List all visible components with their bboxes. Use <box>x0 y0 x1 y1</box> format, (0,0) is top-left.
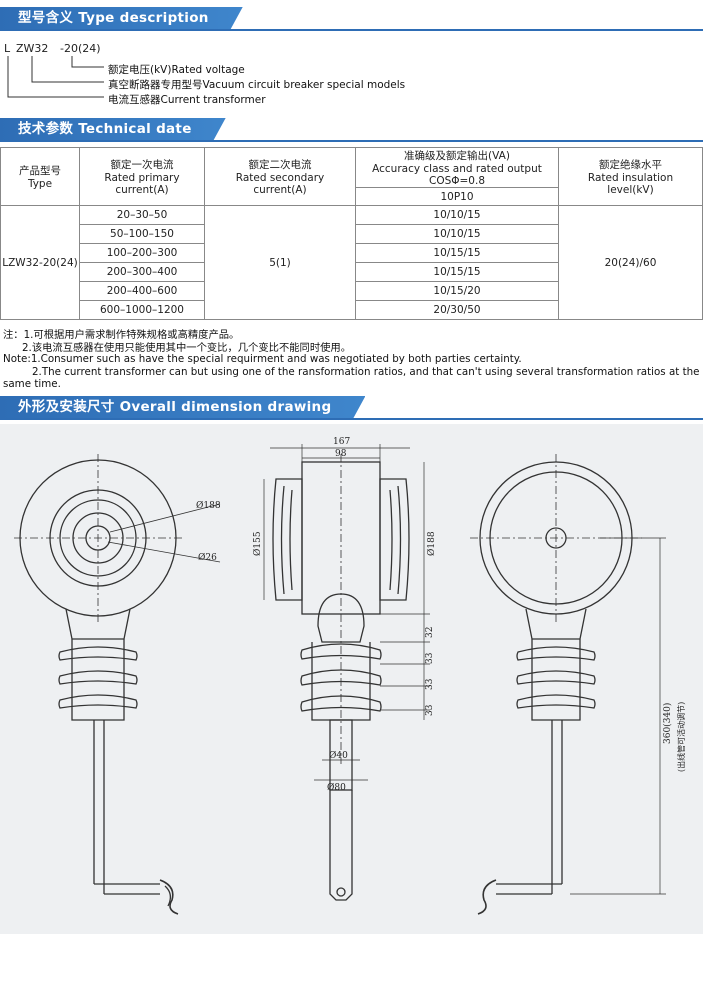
cell-primary: 200–300–400 <box>79 262 205 282</box>
note-cn-2: 2.该电流互感器在使用只能使用其中一个变比，几个变比不能同时使用。 <box>22 342 352 354</box>
cell-secondary: 5(1) <box>204 205 356 320</box>
note-en-3: same time. <box>3 378 61 390</box>
dim-32: 32 <box>425 627 435 638</box>
section-divider <box>0 140 703 142</box>
section-title-text: 外形及安装尺寸 Overall dimension drawing <box>18 399 332 415</box>
section-title-type-description: 型号含义 Type description <box>0 7 243 29</box>
header-accuracy-cos: COSΦ=0.8 <box>428 175 486 187</box>
dim-360: 360(340) <box>662 703 673 744</box>
dim-167: 167 <box>333 437 350 447</box>
header-primary-cn: 额定一次电流 <box>110 159 174 171</box>
header-insulation-en: Rated insulation <box>587 172 674 184</box>
cell-primary: 20–30–50 <box>79 205 205 225</box>
note-en-1: Note:1.Consumer such as have the special… <box>3 353 522 365</box>
legend-rated-voltage: 额定电压(kV)Rated voltage <box>108 64 245 76</box>
cell-accuracy: 20/30/50 <box>355 300 559 320</box>
cell-accuracy: 10/10/15 <box>355 224 559 244</box>
cell-primary: 50–100–150 <box>79 224 205 244</box>
dim-d188-left: Ø188 <box>196 500 221 511</box>
dim-d80: Ø80 <box>327 782 346 793</box>
header-accuracy-en: Accuracy class and rated output <box>372 163 542 175</box>
cell-model: LZW32-20(24) <box>0 205 80 320</box>
header-primary: 额定一次电流 Rated primary current(A) <box>79 147 205 206</box>
legend-current-transformer: 电流互感器Current transformer <box>108 94 266 106</box>
note-cn-1: 注：1.可根据用户需求制作特殊规格或高精度产品。 <box>3 329 240 341</box>
cell-accuracy: 10/15/15 <box>355 262 559 282</box>
dim-33c: 33 <box>425 704 435 716</box>
middle-view <box>263 444 430 901</box>
right-view <box>470 454 666 915</box>
model-code-series: ZW32 <box>16 42 49 55</box>
header-secondary-en: Rated secondary <box>235 172 325 184</box>
header-accuracy-sub: 10P10 <box>355 187 559 206</box>
cell-accuracy: 10/10/15 <box>355 205 559 225</box>
header-primary-en: Rated primary <box>104 172 180 184</box>
dim-d188: Ø188 <box>426 531 437 556</box>
header-insulation: 额定绝缘水平 Rated insulation level(kV) <box>558 147 703 206</box>
header-primary-en2: current(A) <box>115 184 169 196</box>
section-divider <box>0 418 703 420</box>
header-secondary-cn: 额定二次电流 <box>248 159 312 171</box>
legend-vcb-model: 真空断路器专用型号Vacuum circuit breaker special … <box>108 79 406 91</box>
cell-primary: 100–200–300 <box>79 243 205 263</box>
header-insulation-en2: level(kV) <box>607 184 654 196</box>
note-en-2: 2.The current transformer can but using … <box>32 366 700 378</box>
cell-primary: 200–400–600 <box>79 281 205 301</box>
model-code-brackets <box>7 56 104 98</box>
header-model-en: Type <box>27 178 53 190</box>
cell-insulation: 20(24)/60 <box>558 205 703 320</box>
left-view <box>14 454 221 915</box>
section-divider <box>0 29 703 31</box>
cell-accuracy: 10/15/15 <box>355 243 559 263</box>
header-accuracy: 准确级及额定输出(VA) Accuracy class and rated ou… <box>355 147 559 188</box>
header-secondary-en2: current(A) <box>253 184 307 196</box>
dim-360-note: (出线管可活动调节) <box>676 702 686 772</box>
dim-d40: Ø40 <box>329 750 348 761</box>
section-title-text: 技术参数 Technical date <box>18 121 192 137</box>
dimension-drawing: Ø188 Ø26 167 98 Ø155 Ø188 32 33 33 33 Ø4… <box>0 424 703 934</box>
model-code-voltage: -20(24) <box>60 42 101 55</box>
header-insulation-cn: 额定绝缘水平 <box>599 159 662 171</box>
dim-d155: Ø155 <box>252 531 263 556</box>
dim-33b: 33 <box>425 678 435 690</box>
cell-accuracy: 10/15/20 <box>355 281 559 301</box>
header-secondary: 额定二次电流 Rated secondary current(A) <box>204 147 356 206</box>
header-model: 产品型号 Type <box>0 147 80 206</box>
technical-parameters-table: 产品型号 Type 额定一次电流 Rated primary current(A… <box>0 147 703 320</box>
section-title-overall-dimension: 外形及安装尺寸 Overall dimension drawing <box>0 396 365 418</box>
section-title-technical-date: 技术参数 Technical date <box>0 118 226 140</box>
dim-d26: Ø26 <box>198 552 217 563</box>
section-title-text: 型号含义 Type description <box>18 10 209 26</box>
model-code-l: L <box>4 42 11 55</box>
dim-98: 98 <box>335 449 347 459</box>
cell-primary: 600–1000–1200 <box>79 300 205 320</box>
header-accuracy-cn: 准确级及额定输出(VA) <box>404 150 510 162</box>
dim-33a: 33 <box>425 652 435 664</box>
header-model-cn: 产品型号 <box>19 165 61 177</box>
dimension-drawing-svg: Ø188 Ø26 167 98 Ø155 Ø188 32 33 33 33 Ø4… <box>14 437 686 915</box>
dimension-labels: Ø188 Ø26 167 98 Ø155 Ø188 32 33 33 33 Ø4… <box>196 437 686 793</box>
